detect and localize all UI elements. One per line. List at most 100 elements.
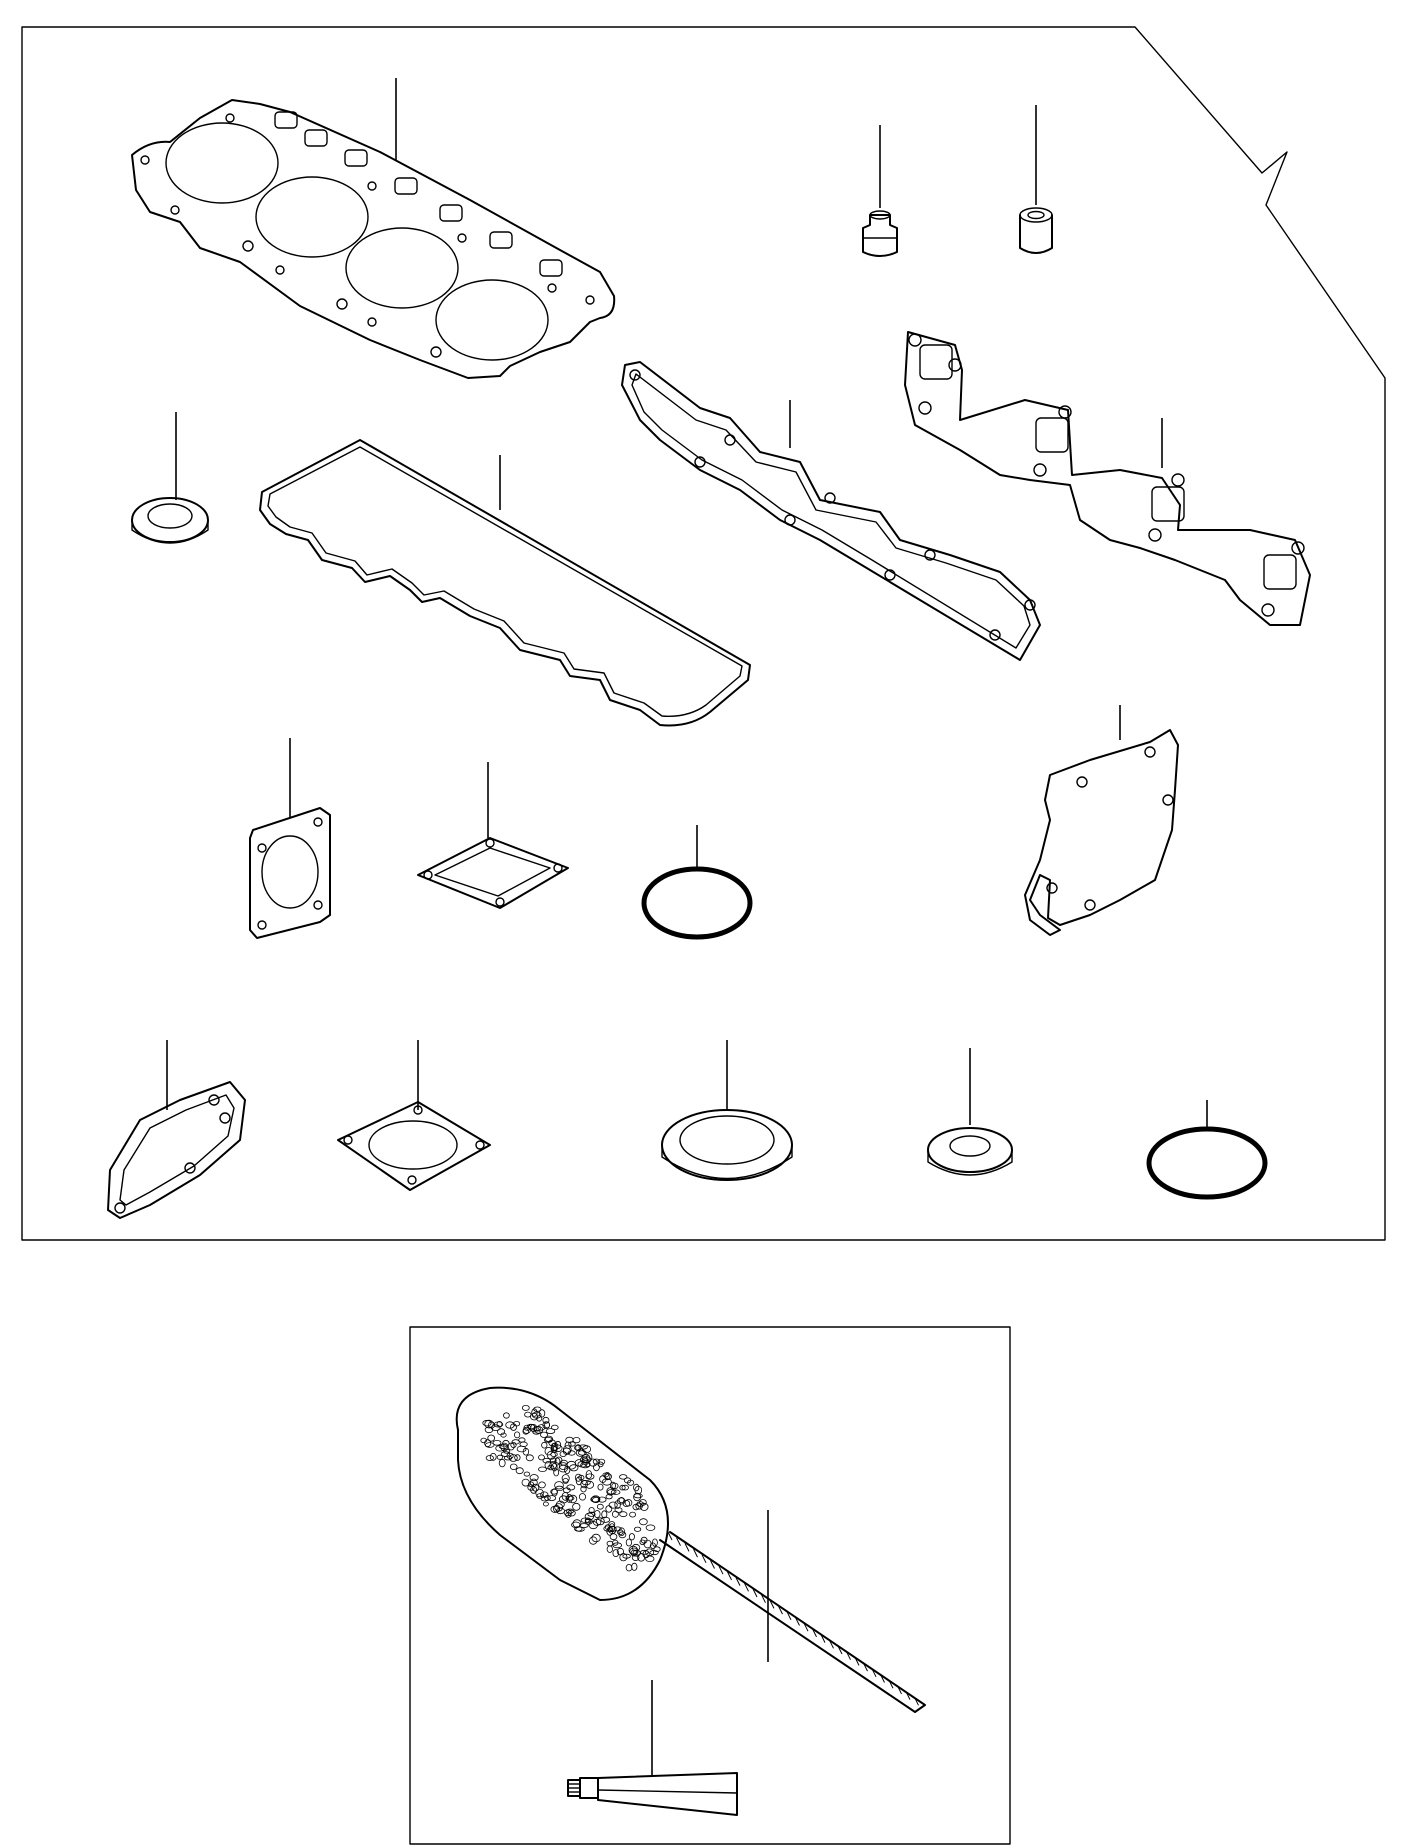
shaft-twist-mark [863, 1662, 868, 1672]
cleaning-brush[interactable] [455, 1386, 926, 1713]
thermostat-gasket[interactable] [249, 738, 331, 939]
bristle-tuft [513, 1431, 521, 1439]
small-seal-ring[interactable] [927, 1048, 1013, 1176]
bristle-tuft [521, 1405, 530, 1411]
bristle-tuft [643, 1539, 652, 1549]
bristle-tuft [613, 1526, 622, 1532]
shaft-twist-mark [897, 1685, 902, 1695]
o-ring[interactable] [641, 825, 753, 940]
bristle-tuft [580, 1485, 587, 1493]
bristle-tuft [567, 1450, 576, 1456]
bristle-tuft [568, 1494, 578, 1504]
bristle-tuft [554, 1457, 561, 1466]
bristle-tuft [546, 1450, 556, 1460]
shaft-twist-mark [846, 1651, 851, 1660]
bristle-tuft [528, 1423, 536, 1431]
bristle-tuft [578, 1444, 588, 1450]
bristle-tuft [653, 1546, 661, 1552]
bristle-tuft [577, 1461, 588, 1468]
bristle-tuft [538, 1409, 546, 1418]
bristle-tuft [537, 1424, 546, 1431]
bristle-tuft [559, 1459, 568, 1466]
bristle-tuft [575, 1448, 586, 1457]
valve-stem-seal[interactable] [862, 125, 898, 257]
bristle-tuft [498, 1444, 508, 1450]
bristle-tuft [530, 1412, 539, 1421]
large-seal-ring[interactable] [661, 1040, 793, 1181]
bristle-tuft [603, 1525, 613, 1532]
bristle-tuft [484, 1439, 492, 1448]
bristle-tuft [586, 1453, 593, 1462]
bristle-tuft [634, 1485, 643, 1495]
bristle-tuft [531, 1408, 538, 1417]
brush-bristles [480, 1405, 661, 1572]
bristle-tuft [593, 1510, 601, 1519]
bristle-tuft [509, 1463, 518, 1470]
bristle-tuft [490, 1424, 501, 1431]
shaft-twist-mark [684, 1543, 690, 1552]
bristle-tuft [640, 1549, 649, 1555]
bristle-tuft [529, 1474, 539, 1482]
accessories-frame [409, 1326, 1011, 1845]
flange-gasket[interactable] [337, 1040, 491, 1191]
o-ring-large[interactable] [1146, 1100, 1268, 1200]
bristle-tuft [605, 1494, 613, 1500]
bristle-tuft [493, 1421, 504, 1428]
bristle-tuft [612, 1510, 619, 1518]
washer-seal[interactable] [131, 412, 209, 544]
valve-stem-seal-plain[interactable] [1019, 105, 1053, 254]
bristle-tuft [631, 1554, 640, 1562]
bristle-tuft [614, 1507, 623, 1513]
bristle-tuft [623, 1477, 632, 1484]
bristle-tuft [609, 1523, 616, 1532]
bristle-tuft [531, 1483, 540, 1492]
bristle-tuft [585, 1470, 593, 1479]
shaft-twist-mark [727, 1571, 732, 1581]
bristle-tuft [645, 1555, 655, 1562]
bristle-tuft [544, 1494, 551, 1501]
bristle-tuft [540, 1431, 549, 1438]
bristle-tuft [628, 1545, 639, 1555]
bristle-tuft [584, 1517, 592, 1523]
water-pump-gasket[interactable] [1024, 705, 1179, 936]
shaft-twist-mark [837, 1645, 843, 1655]
outlet-gasket[interactable] [417, 762, 569, 909]
bristle-tuft [487, 1434, 496, 1442]
bristle-tuft [524, 1411, 532, 1418]
bristle-tuft [542, 1457, 551, 1464]
bristle-tuft [639, 1502, 649, 1511]
bristle-tuft [566, 1460, 577, 1470]
bristle-tuft [541, 1441, 548, 1449]
bristle-tuft [516, 1445, 527, 1453]
bristle-tuft [519, 1441, 528, 1447]
bristle-tuft [597, 1461, 604, 1468]
bristle-tuft [538, 1454, 545, 1461]
bristle-tuft [649, 1542, 656, 1549]
shaft-twist-mark [752, 1588, 758, 1598]
cylinder-head-gasket[interactable] [131, 78, 616, 379]
bristle-tuft [495, 1445, 505, 1452]
bristle-tuft [578, 1493, 587, 1501]
bristle-tuft [622, 1500, 631, 1508]
bristle-tuft [485, 1455, 494, 1461]
bristle-tuft [574, 1473, 582, 1482]
housing-gasket[interactable] [107, 1040, 246, 1219]
shaft-twist-mark [718, 1565, 724, 1575]
bristle-tuft [515, 1467, 524, 1475]
bristle-tuft [604, 1473, 612, 1480]
bristle-tuft [588, 1458, 598, 1467]
exhaust-manifold-gasket[interactable] [904, 331, 1311, 626]
intake-manifold-gasket[interactable] [621, 361, 1041, 661]
bristle-tuft [639, 1518, 648, 1526]
bristle-tuft [554, 1481, 564, 1490]
bristle-tuft [552, 1505, 561, 1513]
bristle-tuft [614, 1500, 621, 1509]
sealant-tube[interactable] [567, 1680, 738, 1816]
bristle-tuft [522, 1426, 531, 1434]
rocker-cover-gasket[interactable] [259, 439, 751, 727]
bristle-tuft [606, 1540, 614, 1547]
shaft-twist-mark [676, 1537, 681, 1546]
shaft-twist-mark [795, 1617, 800, 1626]
bristle-tuft [592, 1518, 602, 1526]
